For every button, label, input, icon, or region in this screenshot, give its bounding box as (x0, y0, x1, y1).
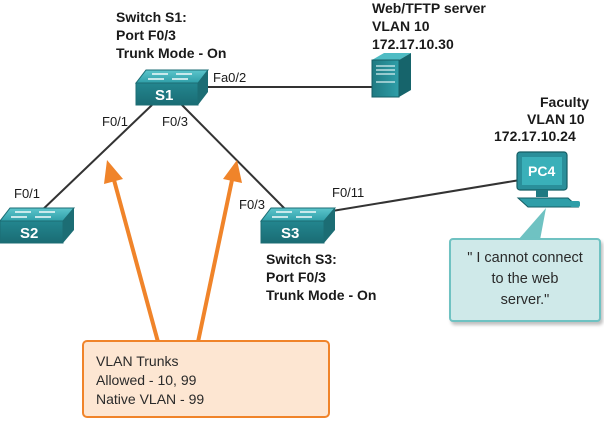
s1-name: S1 (155, 87, 174, 104)
pc4-title: Faculty (540, 94, 590, 110)
server-title: Web/TFTP server (372, 0, 486, 16)
speech-line: server." (500, 292, 550, 308)
link-s1-s2 (37, 104, 153, 215)
s3-port-line: Port F0/3 (266, 269, 326, 285)
server-ip: 172.17.10.30 (372, 36, 454, 52)
switch-s1[interactable] (134, 69, 210, 106)
link-s3-pc4 (319, 179, 521, 214)
pc4-ip: 172.17.10.24 (494, 128, 576, 144)
s2-name: S2 (20, 225, 39, 242)
arrow-to-s1-s3-link (196, 179, 234, 343)
trunk-note-box: VLAN Trunks Allowed - 10, 99 Native VLAN… (82, 340, 330, 418)
s1-port-line: Port F0/3 (116, 27, 176, 43)
port-s1-f0-3: F0/3 (162, 114, 189, 129)
port-s3-f0-3: F0/3 (239, 197, 266, 212)
s3-name: S3 (281, 225, 300, 242)
server-vlan: VLAN 10 (372, 18, 430, 34)
speech-bubble-tail (518, 208, 546, 240)
trunk-arrows (104, 160, 242, 343)
port-s1-fa0-2: Fa0/2 (213, 70, 247, 85)
server-icon[interactable] (371, 53, 411, 98)
port-s1-f0-1: F0/1 (102, 114, 129, 129)
trunk-note-line: Native VLAN - 99 (96, 391, 205, 407)
link-s1-s3 (179, 102, 289, 213)
links (37, 86, 521, 215)
speech-line: to the web (491, 271, 559, 287)
trunk-note-line: VLAN Trunks (96, 353, 179, 369)
trunk-note-line: Allowed - 10, 99 (96, 372, 197, 388)
speech-bubble: " I cannot connect to the web server." (449, 238, 601, 322)
pc4-icon[interactable] (516, 151, 580, 208)
s1-title: Switch S1: (116, 9, 187, 25)
port-s3-f0-11: F0/11 (332, 185, 365, 200)
pc4-vlan: VLAN 10 (527, 111, 585, 127)
s3-mode-line: Trunk Mode - On (266, 287, 377, 303)
speech-line: " I cannot connect (467, 250, 583, 266)
switch-s2[interactable] (0, 207, 76, 244)
port-s2-f0-1: F0/1 (14, 186, 41, 201)
arrow-to-s1-s2-link (112, 179, 160, 343)
s3-title: Switch S3: (266, 251, 337, 267)
pc4-name: PC4 (528, 163, 556, 179)
s1-mode-line: Trunk Mode - On (116, 45, 227, 61)
switch-s3[interactable] (259, 207, 337, 244)
